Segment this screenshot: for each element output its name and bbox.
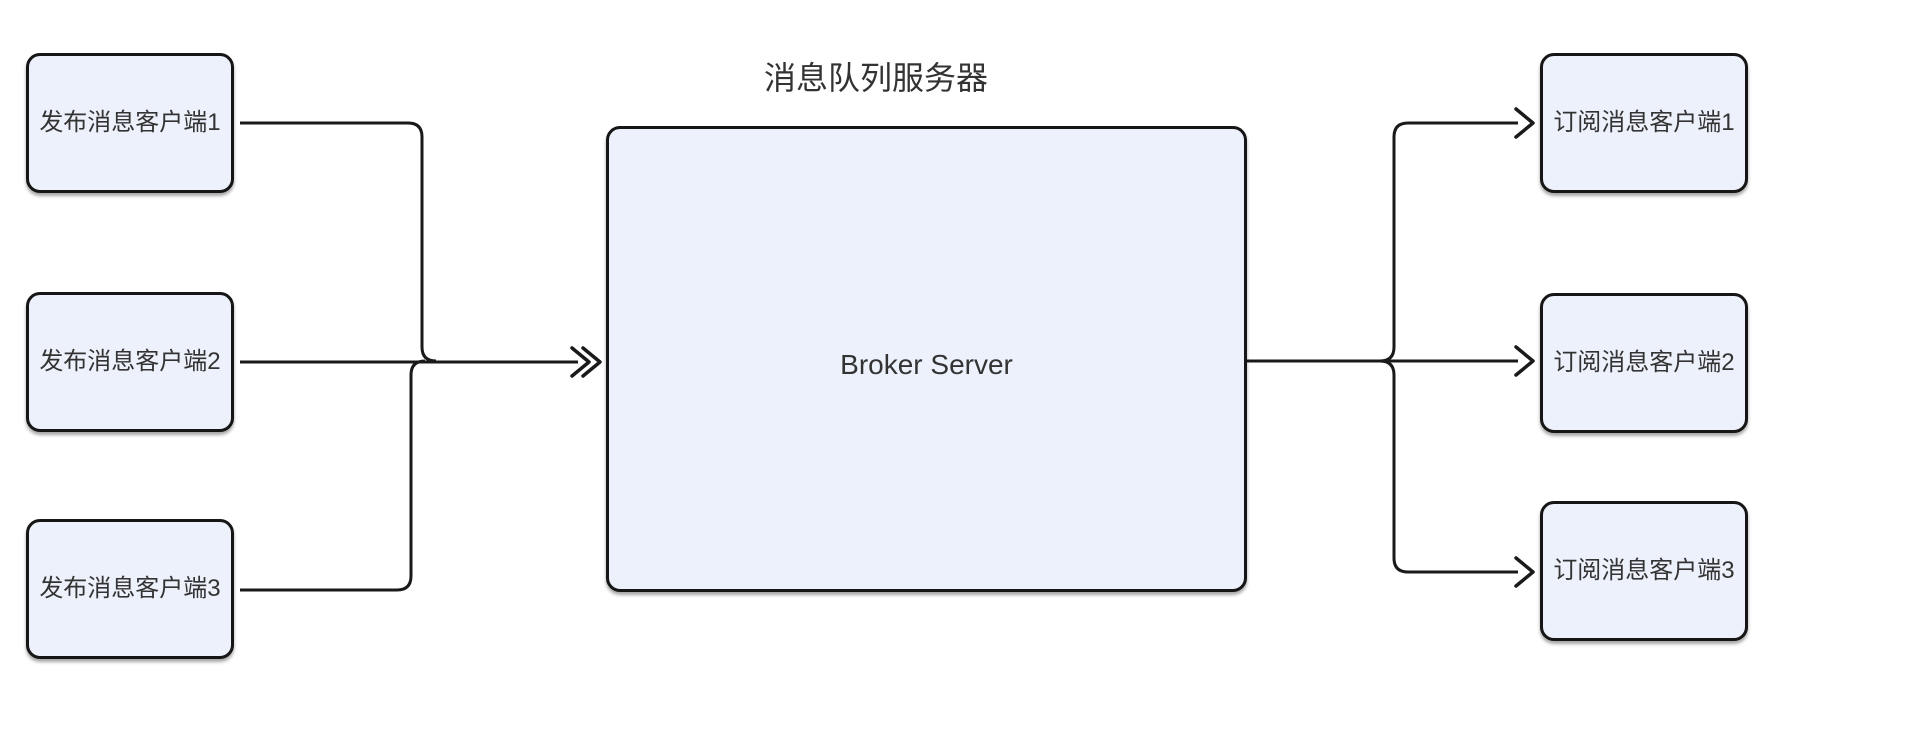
node-label: 发布消息客户端1 <box>39 108 221 136</box>
node-label: Broker Server <box>840 349 1013 380</box>
edge-broker-to-subscriber1 <box>1247 121 1518 363</box>
publisher-client-2-node: 发布消息客户端2 <box>26 292 234 432</box>
chevron-arrowhead-icon <box>1514 107 1535 139</box>
double-chevron-arrowhead-icon <box>570 346 591 378</box>
node-label: 发布消息客户端2 <box>39 347 221 375</box>
chevron-arrowhead-icon <box>1514 345 1535 377</box>
publisher-client-3-node: 发布消息客户端3 <box>26 519 234 659</box>
subscriber-client-3-node: 订阅消息客户端3 <box>1540 501 1748 641</box>
node-label: 发布消息客户端3 <box>39 574 221 602</box>
chevron-arrowhead-icon <box>1514 556 1535 588</box>
subscriber-client-1-node: 订阅消息客户端1 <box>1540 53 1748 193</box>
node-label: 订阅消息客户端3 <box>1553 556 1735 584</box>
edge-broker-to-subscriber3 <box>1247 359 1518 574</box>
publisher-client-1-node: 发布消息客户端1 <box>26 53 234 193</box>
broker-server-node: Broker Server <box>606 126 1247 592</box>
edge-publisher1-to-merge <box>240 121 437 363</box>
double-chevron-arrowhead-icon <box>581 346 602 378</box>
node-label: 订阅消息客户端1 <box>1553 108 1735 136</box>
subscriber-client-2-node: 订阅消息客户端2 <box>1540 293 1748 433</box>
edge-publisher3-to-merge <box>240 359 426 592</box>
diagram-title: 消息队列服务器 <box>763 60 988 96</box>
node-label: 订阅消息客户端2 <box>1553 348 1735 376</box>
